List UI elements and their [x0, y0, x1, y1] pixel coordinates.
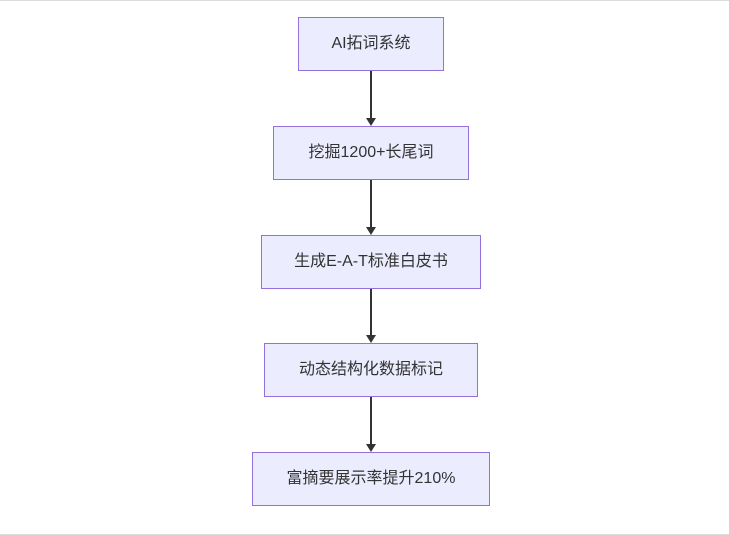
arrow-head-icon	[366, 227, 376, 235]
flowchart-node-3: 生成E-A-T标准白皮书	[261, 235, 481, 289]
node-label: 挖掘1200+长尾词	[308, 144, 434, 161]
arrow-line	[370, 180, 372, 227]
flowchart-node-5: 富摘要展示率提升210%	[252, 452, 490, 506]
flowchart-arrow-1	[366, 71, 376, 126]
node-label: 动态结构化数据标记	[298, 361, 443, 378]
arrow-head-icon	[366, 118, 376, 126]
flowchart-arrow-3	[366, 289, 376, 343]
arrow-line	[370, 397, 372, 444]
arrow-line	[370, 289, 372, 335]
flowchart-node-1: AI拓词系统	[298, 17, 444, 71]
node-label: 生成E-A-T标准白皮书	[294, 253, 448, 270]
node-label: AI拓词系统	[331, 35, 411, 52]
node-label: 富摘要展示率提升210%	[286, 470, 456, 487]
arrow-line	[370, 71, 372, 118]
arrow-head-icon	[366, 444, 376, 452]
flowchart-node-4: 动态结构化数据标记	[264, 343, 478, 397]
arrow-head-icon	[366, 335, 376, 343]
flowchart-arrow-2	[366, 180, 376, 235]
flowchart-arrow-4	[366, 397, 376, 452]
flowchart-node-2: 挖掘1200+长尾词	[273, 126, 469, 180]
